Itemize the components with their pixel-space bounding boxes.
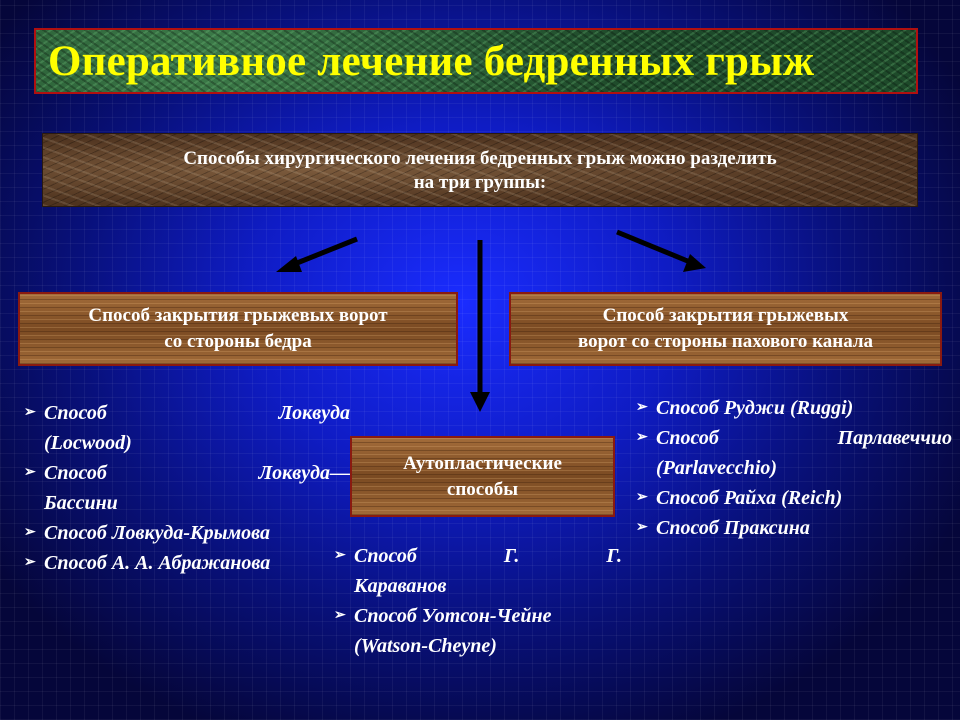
arrowhead-bullet-icon: ➢: [24, 525, 36, 540]
list-item-text: Способ А. А. Абражанова: [44, 552, 271, 574]
list-item: ➢ Способ Локвуда (Locwood): [22, 398, 350, 458]
list-item-continuation: (Parlavecchio): [656, 457, 778, 479]
group-left-line-2: со стороны бедра: [164, 331, 312, 352]
list-item-word: Локвуда: [278, 402, 350, 424]
list-item-word: Способ: [354, 545, 417, 567]
group-center-line-2: способы: [446, 478, 519, 500]
group-right-line-1: Способ закрытия грыжевых: [602, 305, 849, 326]
arrow-to-right-group: [616, 229, 706, 272]
list-item-text: Способ Райха (Reich): [656, 487, 843, 509]
title-banner: Оперативное лечение бедренных грыж: [34, 28, 918, 94]
arrowhead-bullet-icon: ➢: [24, 465, 36, 480]
list-item-line: Способ Г. Г.: [354, 541, 622, 571]
list-item-continuation: Караванов: [354, 575, 447, 597]
list-item-continuation: Бассини: [44, 492, 118, 514]
list-item: ➢ Способ Уотсон-Чейне (Watson-Cheyne): [332, 601, 622, 661]
list-item: ➢ Способ Парлавеччио (Parlavecchio): [634, 423, 952, 483]
group-right-line-2: ворот со стороны пахового канала: [577, 331, 874, 352]
list-item-text: Способ Ловкуда-Крымова: [44, 522, 270, 544]
list-item-word: Способ: [44, 402, 107, 424]
list-item: ➢ Способ А. А. Абражанова: [22, 548, 350, 578]
list-item-continuation: (Watson-Cheyne): [354, 635, 497, 657]
list-item-word: Г.: [503, 545, 520, 567]
list-item: ➢ Способ Локвуда— Бассини: [22, 458, 350, 518]
list-item-word: Парлавеччио: [837, 427, 952, 449]
list-item: ➢ Способ Праксина: [634, 513, 952, 543]
page-title: Оперативное лечение бедренных грыж: [48, 37, 815, 85]
arrow-to-left-group: [276, 236, 358, 272]
arrowhead-bullet-icon: ➢: [636, 520, 648, 535]
list-item-text: Способ Руджи (Ruggi): [656, 397, 854, 419]
arrowhead-bullet-icon: ➢: [24, 405, 36, 420]
list-item: ➢ Способ Райха (Reich): [634, 483, 952, 513]
list-item-text: Способ Праксина: [656, 517, 810, 539]
list-item-word: Локвуда—: [258, 462, 350, 484]
list-item-word: Способ: [44, 462, 107, 484]
group-inguinal-approach: Способ закрытия грыжевых ворот со сторон…: [509, 292, 942, 366]
intro-box: Способы хирургического лечения бедренных…: [42, 133, 918, 207]
group-autoplastic: Аутопластические способы: [350, 436, 615, 517]
arrowhead-bullet-icon: ➢: [636, 400, 648, 415]
list-item-word: Способ: [656, 427, 719, 449]
list-item-continuation: (Locwood): [44, 432, 132, 454]
arrowhead-bullet-icon: ➢: [334, 548, 346, 563]
group-femoral-approach: Способ закрытия грыжевых ворот со сторон…: [18, 292, 458, 366]
arrowhead-bullet-icon: ➢: [636, 430, 648, 445]
list-item: ➢ Способ Г. Г. Караванов: [332, 541, 622, 601]
intro-line-2: на три группы:: [413, 172, 547, 193]
arrow-to-center-group: [470, 240, 490, 412]
list-item-text: Способ Уотсон-Чейне: [354, 605, 552, 627]
inguinal-methods-list: ➢ Способ Руджи (Ruggi) ➢ Способ Парлавеч…: [634, 393, 952, 543]
list-item-line: Способ Парлавеччио: [656, 423, 952, 453]
list-item: ➢ Способ Ловкуда-Крымова: [22, 518, 350, 548]
autoplastic-methods-list: ➢ Способ Г. Г. Караванов ➢ Способ Уотсон…: [332, 541, 622, 661]
list-item-line: Способ Локвуда: [44, 398, 350, 428]
group-center-line-1: Аутопластические: [403, 452, 562, 474]
list-item-word: Г.: [606, 545, 622, 567]
arrowhead-bullet-icon: ➢: [636, 490, 648, 505]
arrowhead-bullet-icon: ➢: [24, 555, 36, 570]
arrowhead-bullet-icon: ➢: [334, 608, 346, 623]
intro-line-1: Способы хирургического лечения бедренных…: [183, 148, 777, 169]
femoral-methods-list: ➢ Способ Локвуда (Locwood) ➢ Способ Локв…: [22, 398, 350, 578]
group-left-line-1: Способ закрытия грыжевых ворот: [88, 305, 388, 326]
list-item-line: Способ Локвуда—: [44, 458, 350, 488]
list-item: ➢ Способ Руджи (Ruggi): [634, 393, 952, 423]
